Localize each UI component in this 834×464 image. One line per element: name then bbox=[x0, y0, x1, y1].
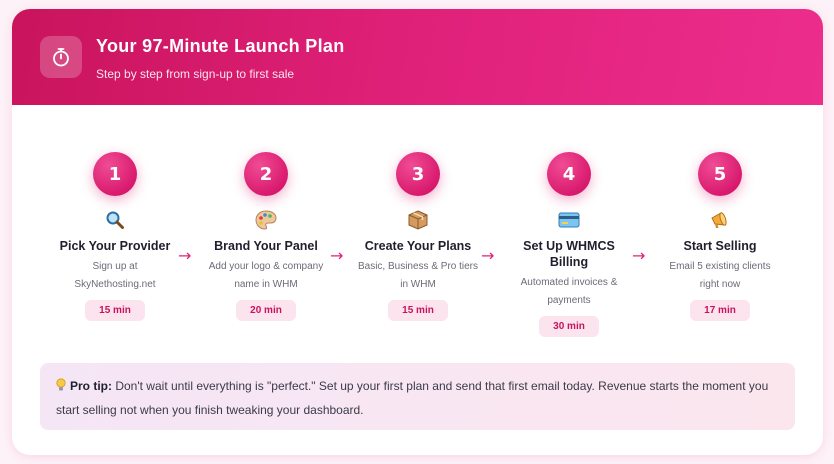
step-5: 5 Start Selling Email 5 existing clients… bbox=[645, 152, 795, 321]
step-title: Create Your Plans bbox=[364, 239, 472, 253]
pro-tip-box: Pro tip: Don't wait until everything is … bbox=[40, 363, 795, 430]
package-icon bbox=[343, 206, 493, 234]
step-description-line: payments bbox=[547, 295, 591, 306]
launch-plan-card: Your 97-Minute Launch Plan Step by step … bbox=[12, 9, 823, 455]
step-2: 2 Brand Your Panel Add your logo & compa… bbox=[191, 152, 341, 321]
step-time-badge: 15 min bbox=[85, 300, 145, 321]
header-banner: Your 97-Minute Launch Plan Step by step … bbox=[12, 9, 823, 105]
step-description-line: Add your logo & company bbox=[208, 261, 324, 272]
step-time-badge: 20 min bbox=[236, 300, 296, 321]
step-description: Automated invoices & payments bbox=[494, 274, 644, 310]
step-4: 4 Set Up WHMCS Billing Automated invoice… bbox=[494, 152, 644, 337]
step-1: 1 Pick Your Provider Sign up at SkyNetho… bbox=[40, 152, 190, 321]
step-3: 3 Create Your Plans Basic, Business & Pr… bbox=[343, 152, 493, 321]
step-number-badge: 3 bbox=[396, 152, 440, 196]
lightbulb-icon bbox=[56, 377, 66, 399]
step-title: Set Up WHMCS Billing bbox=[494, 238, 644, 270]
step-number-badge: 2 bbox=[244, 152, 288, 196]
step-description-line: SkyNethosting.net bbox=[74, 279, 156, 290]
stopwatch-icon bbox=[40, 36, 82, 78]
step-title: Pick Your Provider bbox=[59, 239, 171, 253]
step-title: Start Selling bbox=[683, 239, 757, 253]
arrow-right-icon: → bbox=[481, 246, 495, 265]
step-number-badge: 4 bbox=[547, 152, 591, 196]
page-subtitle: Step by step from sign-up to first sale bbox=[96, 67, 295, 81]
magnifier-icon bbox=[40, 206, 190, 234]
arrow-right-icon: → bbox=[330, 246, 344, 265]
arrow-right-icon: → bbox=[178, 246, 192, 265]
step-title: Brand Your Panel bbox=[214, 239, 318, 253]
step-title-line: Set Up WHMCS bbox=[523, 239, 615, 253]
step-description: Email 5 existing clients right now bbox=[645, 258, 795, 294]
palette-icon bbox=[191, 206, 341, 234]
step-description-line: in WHM bbox=[400, 279, 436, 290]
pro-tip-text: Don't wait until everything is "perfect.… bbox=[56, 379, 769, 417]
step-description-line: Email 5 existing clients bbox=[669, 261, 771, 272]
credit-card-icon bbox=[494, 206, 644, 234]
step-description-line: Sign up at bbox=[92, 261, 138, 272]
arrow-right-icon: → bbox=[632, 246, 646, 265]
pro-tip-label: Pro tip: bbox=[70, 379, 112, 393]
step-description: Add your logo & company name in WHM bbox=[191, 258, 341, 294]
step-description-line: Automated invoices & bbox=[520, 277, 618, 288]
step-description-line: Basic, Business & Pro tiers bbox=[357, 261, 479, 272]
step-number-badge: 1 bbox=[93, 152, 137, 196]
step-description: Basic, Business & Pro tiers in WHM bbox=[343, 258, 493, 294]
step-time-badge: 15 min bbox=[388, 300, 448, 321]
step-description: Sign up at SkyNethosting.net bbox=[40, 258, 190, 294]
step-description-line: right now bbox=[699, 279, 741, 290]
megaphone-icon bbox=[645, 206, 795, 234]
step-number-badge: 5 bbox=[698, 152, 742, 196]
page-title: Your 97-Minute Launch Plan bbox=[96, 36, 345, 56]
step-description-line: name in WHM bbox=[234, 279, 298, 290]
step-time-badge: 30 min bbox=[539, 316, 599, 337]
step-title-line: Billing bbox=[549, 255, 589, 269]
step-time-badge: 17 min bbox=[690, 300, 750, 321]
